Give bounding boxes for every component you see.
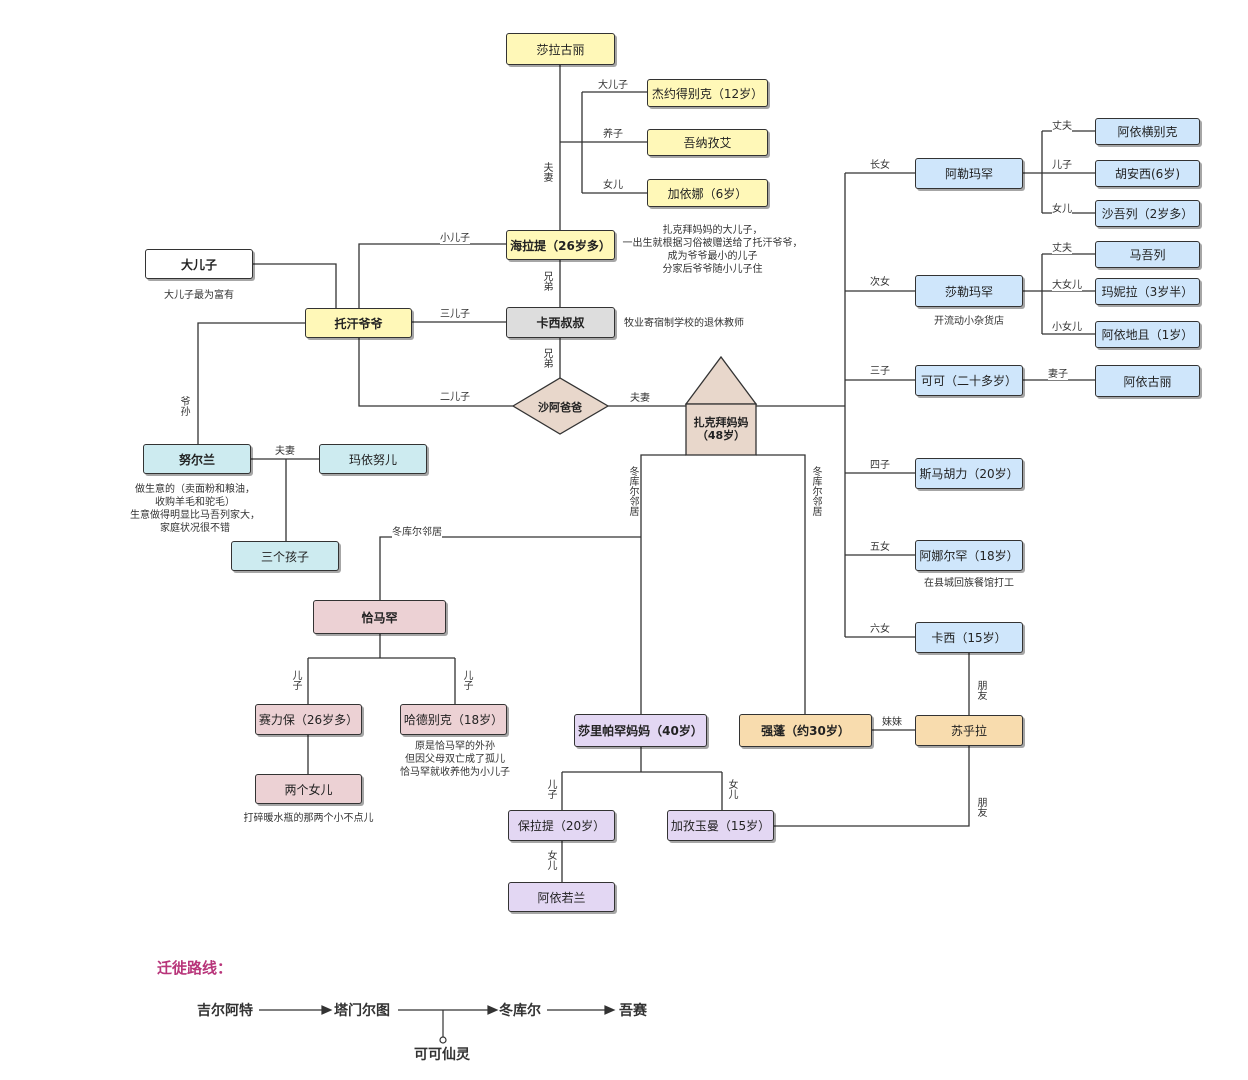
note-liangge-nver: 打碎暖水瓶的那两个小不点儿 xyxy=(243,813,374,824)
note-da-erzi: 大儿子最为富有 xyxy=(164,290,234,301)
node-sailibao[interactable]: 赛力保（26岁多） xyxy=(255,704,362,735)
node-sange-haizi[interactable]: 三个孩子 xyxy=(231,541,339,571)
label-dongkuer-linju-1: 冬库尔邻居 xyxy=(392,523,442,538)
node-qiangpeng[interactable]: 强蓬（约30岁） xyxy=(739,714,872,747)
label-nver-1: 女儿 xyxy=(603,176,623,191)
label-sizi: 四子 xyxy=(870,456,890,471)
label-nver-4: 女儿 xyxy=(1052,200,1072,215)
note-hailati: 扎克拜妈妈的大儿子， 一出生就根据习俗被赠送给了托汗爷爷， 成为爷爷最小的儿子 … xyxy=(622,225,803,275)
node-ayidiqie[interactable]: 阿依地且（1岁） xyxy=(1095,321,1200,348)
node-hadebieke[interactable]: 哈德别克（18岁） xyxy=(400,704,507,735)
label-erzi-1: 儿子 xyxy=(290,670,302,690)
label-erzi-3: 儿子 xyxy=(545,779,557,799)
label-da-nver: 大女儿 xyxy=(1052,276,1082,291)
label-fuqi-3: 夫妻 xyxy=(275,442,295,457)
label-wunv: 五女 xyxy=(870,538,890,553)
node-kaxi[interactable]: 卡西（15岁） xyxy=(915,622,1023,653)
note-hadebieke: 原是恰马罕的外孙 但因父母双亡成了孤儿 恰马罕就收养他为小儿子 xyxy=(400,741,510,778)
label-nver-3: 女儿 xyxy=(545,850,557,870)
note-anaerhan: 在县城回族餐馆打工 xyxy=(924,578,1014,589)
node-jiayina[interactable]: 加依娜（6岁） xyxy=(647,179,768,207)
branch-marker xyxy=(439,1036,447,1044)
label-erzi-2: 儿子 xyxy=(461,670,473,690)
node-tuohan-yeye[interactable]: 托汗爷爷 xyxy=(305,308,412,338)
node-ayihengbieke[interactable]: 阿依横别克 xyxy=(1095,118,1200,145)
node-huanxi[interactable]: 胡安西(6岁) xyxy=(1095,160,1200,187)
node-jieyuedebieke[interactable]: 杰约得别克（12岁） xyxy=(647,79,768,107)
node-alemahan[interactable]: 阿勒玛罕 xyxy=(915,158,1023,189)
node-ximanaai[interactable]: 吾纳孜艾 xyxy=(647,129,768,156)
note-nuerlan: 做生意的（卖面粉和粮油， 收购羊毛和驼毛） 生意做得明显比马吾列家大， 家庭状况… xyxy=(130,484,260,534)
label-da-erzi-1: 大儿子 xyxy=(598,76,628,91)
label-pengyou-1: 朋友 xyxy=(975,680,987,700)
node-majilie[interactable]: 马吾列 xyxy=(1095,241,1200,268)
label-yangzi: 养子 xyxy=(603,125,623,140)
node-shajilie[interactable]: 沙吾列（2岁多） xyxy=(1095,200,1200,227)
label-meimei: 妹妹 xyxy=(882,713,902,728)
label-liunv: 六女 xyxy=(870,620,890,635)
label-fuqi-2: 夫妻 xyxy=(630,389,650,404)
label-xiongdi-1: 兄弟 xyxy=(541,271,553,291)
house-body xyxy=(685,403,757,456)
label-xiao-erzi: 小儿子 xyxy=(440,229,470,244)
node-ayijunlan[interactable]: 阿依若兰 xyxy=(508,882,615,912)
node-ayiguli[interactable]: 阿依古丽 xyxy=(1095,365,1200,397)
label-dongkuer-linju-2: 冬库尔邻居 xyxy=(627,466,639,516)
label-xiao-nver: 小女儿 xyxy=(1052,318,1082,333)
node-salemahan[interactable]: 莎勒玛罕 xyxy=(915,275,1023,307)
label-fuqi-1: 夫妻 xyxy=(541,162,553,182)
label-xiongdi-2: 兄弟 xyxy=(541,348,553,368)
route-stop-4: 吾赛 xyxy=(619,1003,647,1019)
node-liangge-nver[interactable]: 两个女儿 xyxy=(255,774,362,804)
node-hailati[interactable]: 海拉提（26岁多） xyxy=(506,230,615,260)
node-anaerhan[interactable]: 阿娜尔罕（18岁） xyxy=(915,540,1023,571)
node-manila[interactable]: 玛妮拉（3岁半） xyxy=(1095,278,1200,305)
node-kaxi-shushu[interactable]: 卡西叔叔 xyxy=(506,307,615,338)
route-stop-2: 塔门尔图 xyxy=(334,1003,390,1019)
label-qizi: 妻子 xyxy=(1048,365,1068,380)
label-er-erzi: 二儿子 xyxy=(440,388,470,403)
label-sanzi: 三子 xyxy=(870,362,890,377)
label-zhangfu-2: 丈夫 xyxy=(1052,239,1072,254)
label-zhangfu-1: 丈夫 xyxy=(1052,117,1072,132)
route-stop-1: 吉尔阿特 xyxy=(197,1003,253,1019)
node-zhakebai-mama[interactable]: 扎克拜妈妈 （48岁） xyxy=(693,416,749,442)
route-branch: 可可仙灵 xyxy=(414,1047,470,1063)
node-da-erzi[interactable]: 大儿子 xyxy=(145,249,253,279)
node-keke[interactable]: 可可（二十多岁） xyxy=(915,365,1023,396)
node-nuerlan[interactable]: 努尔兰 xyxy=(143,444,251,474)
node-shalipahan-mama[interactable]: 莎里帕罕妈妈（40岁） xyxy=(574,714,707,747)
label-pengyou-2: 朋友 xyxy=(975,797,987,817)
node-suhula[interactable]: 苏乎拉 xyxy=(915,715,1023,746)
node-jiazhayuhan[interactable]: 加孜玉曼（15岁） xyxy=(667,810,774,841)
label-nver-2: 女儿 xyxy=(726,779,738,799)
label-dongkuer-linju-3: 冬库尔邻居 xyxy=(810,466,822,516)
route-stop-3: 冬库尔 xyxy=(499,1003,541,1019)
label-cinv: 次女 xyxy=(870,273,890,288)
label-erzi-4: 儿子 xyxy=(1052,156,1072,171)
node-qiamahan[interactable]: 恰马罕 xyxy=(313,600,446,634)
diamond-shape xyxy=(511,377,610,435)
node-mayinuer[interactable]: 玛依努儿 xyxy=(319,444,427,474)
route-title: 迁徙路线： xyxy=(157,959,233,977)
label-yesun: 爷孙 xyxy=(178,396,190,416)
note-salemahan: 开流动小杂货店 xyxy=(934,316,1004,327)
node-simahulijiang[interactable]: 斯马胡力（20岁） xyxy=(915,458,1023,489)
node-shalaguli[interactable]: 莎拉古丽 xyxy=(506,33,615,65)
note-kaxi-shushu: 牧业寄宿制学校的退休教师 xyxy=(624,318,744,329)
label-san-erzi: 三儿子 xyxy=(440,305,470,320)
node-baolati[interactable]: 保拉提（20岁） xyxy=(508,810,615,841)
house-roof xyxy=(684,355,758,405)
label-zhangnv: 长女 xyxy=(870,156,890,171)
node-shaa-baba[interactable]: 沙阿爸爸 xyxy=(538,401,582,414)
